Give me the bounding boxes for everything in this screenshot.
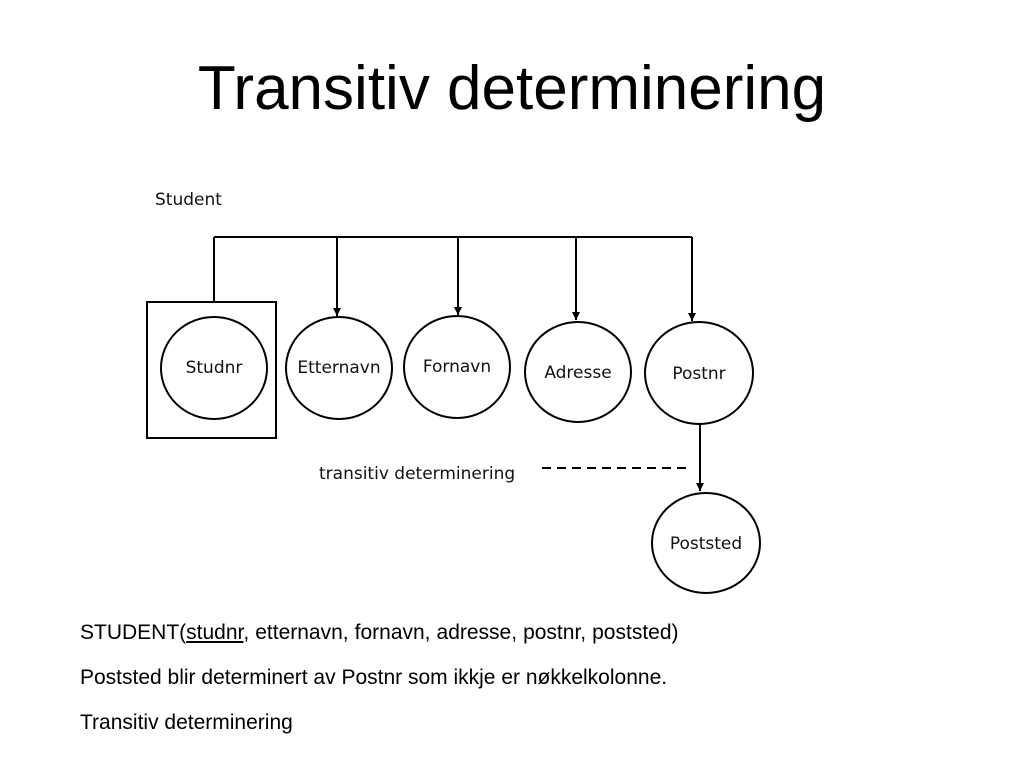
postnr-label: Postnr bbox=[672, 364, 725, 384]
studnr-node bbox=[160, 316, 268, 420]
slide-title: Transitiv determinering bbox=[197, 54, 827, 123]
primary-key-box bbox=[146, 301, 277, 439]
poststed-node bbox=[651, 492, 761, 594]
attribute-postnr: postnr, bbox=[523, 621, 587, 644]
attribute-adresse: adresse, bbox=[436, 621, 518, 644]
adresse-label: Adresse bbox=[544, 363, 611, 383]
etternavn-node bbox=[285, 316, 393, 420]
attribute-separator: , bbox=[243, 621, 250, 644]
poststed-label: Poststed bbox=[670, 534, 742, 554]
relation-name: STUDENT( bbox=[80, 621, 187, 644]
attribute-etternavn: etternavn, bbox=[255, 621, 349, 644]
conclusion-text: Transitiv determinering bbox=[80, 711, 293, 734]
explanation-text: Poststed blir determinert av Postnr som … bbox=[80, 666, 668, 689]
entity-label: Student bbox=[155, 190, 222, 210]
adresse-node bbox=[524, 321, 632, 423]
attribute-poststed: poststed) bbox=[592, 621, 679, 644]
primary-key-attribute: studnr bbox=[186, 621, 244, 644]
attribute-fornavn: fornavn, bbox=[354, 621, 431, 644]
fornavn-label: Fornavn bbox=[423, 357, 491, 377]
studnr-label: Studnr bbox=[186, 358, 243, 378]
fornavn-node bbox=[403, 315, 511, 419]
transitive-dependency-label: transitiv determinering bbox=[319, 464, 515, 484]
relation-schema: STUDENT(studnr,etternavn,fornavn,adresse… bbox=[80, 622, 679, 643]
etternavn-label: Etternavn bbox=[297, 358, 380, 378]
